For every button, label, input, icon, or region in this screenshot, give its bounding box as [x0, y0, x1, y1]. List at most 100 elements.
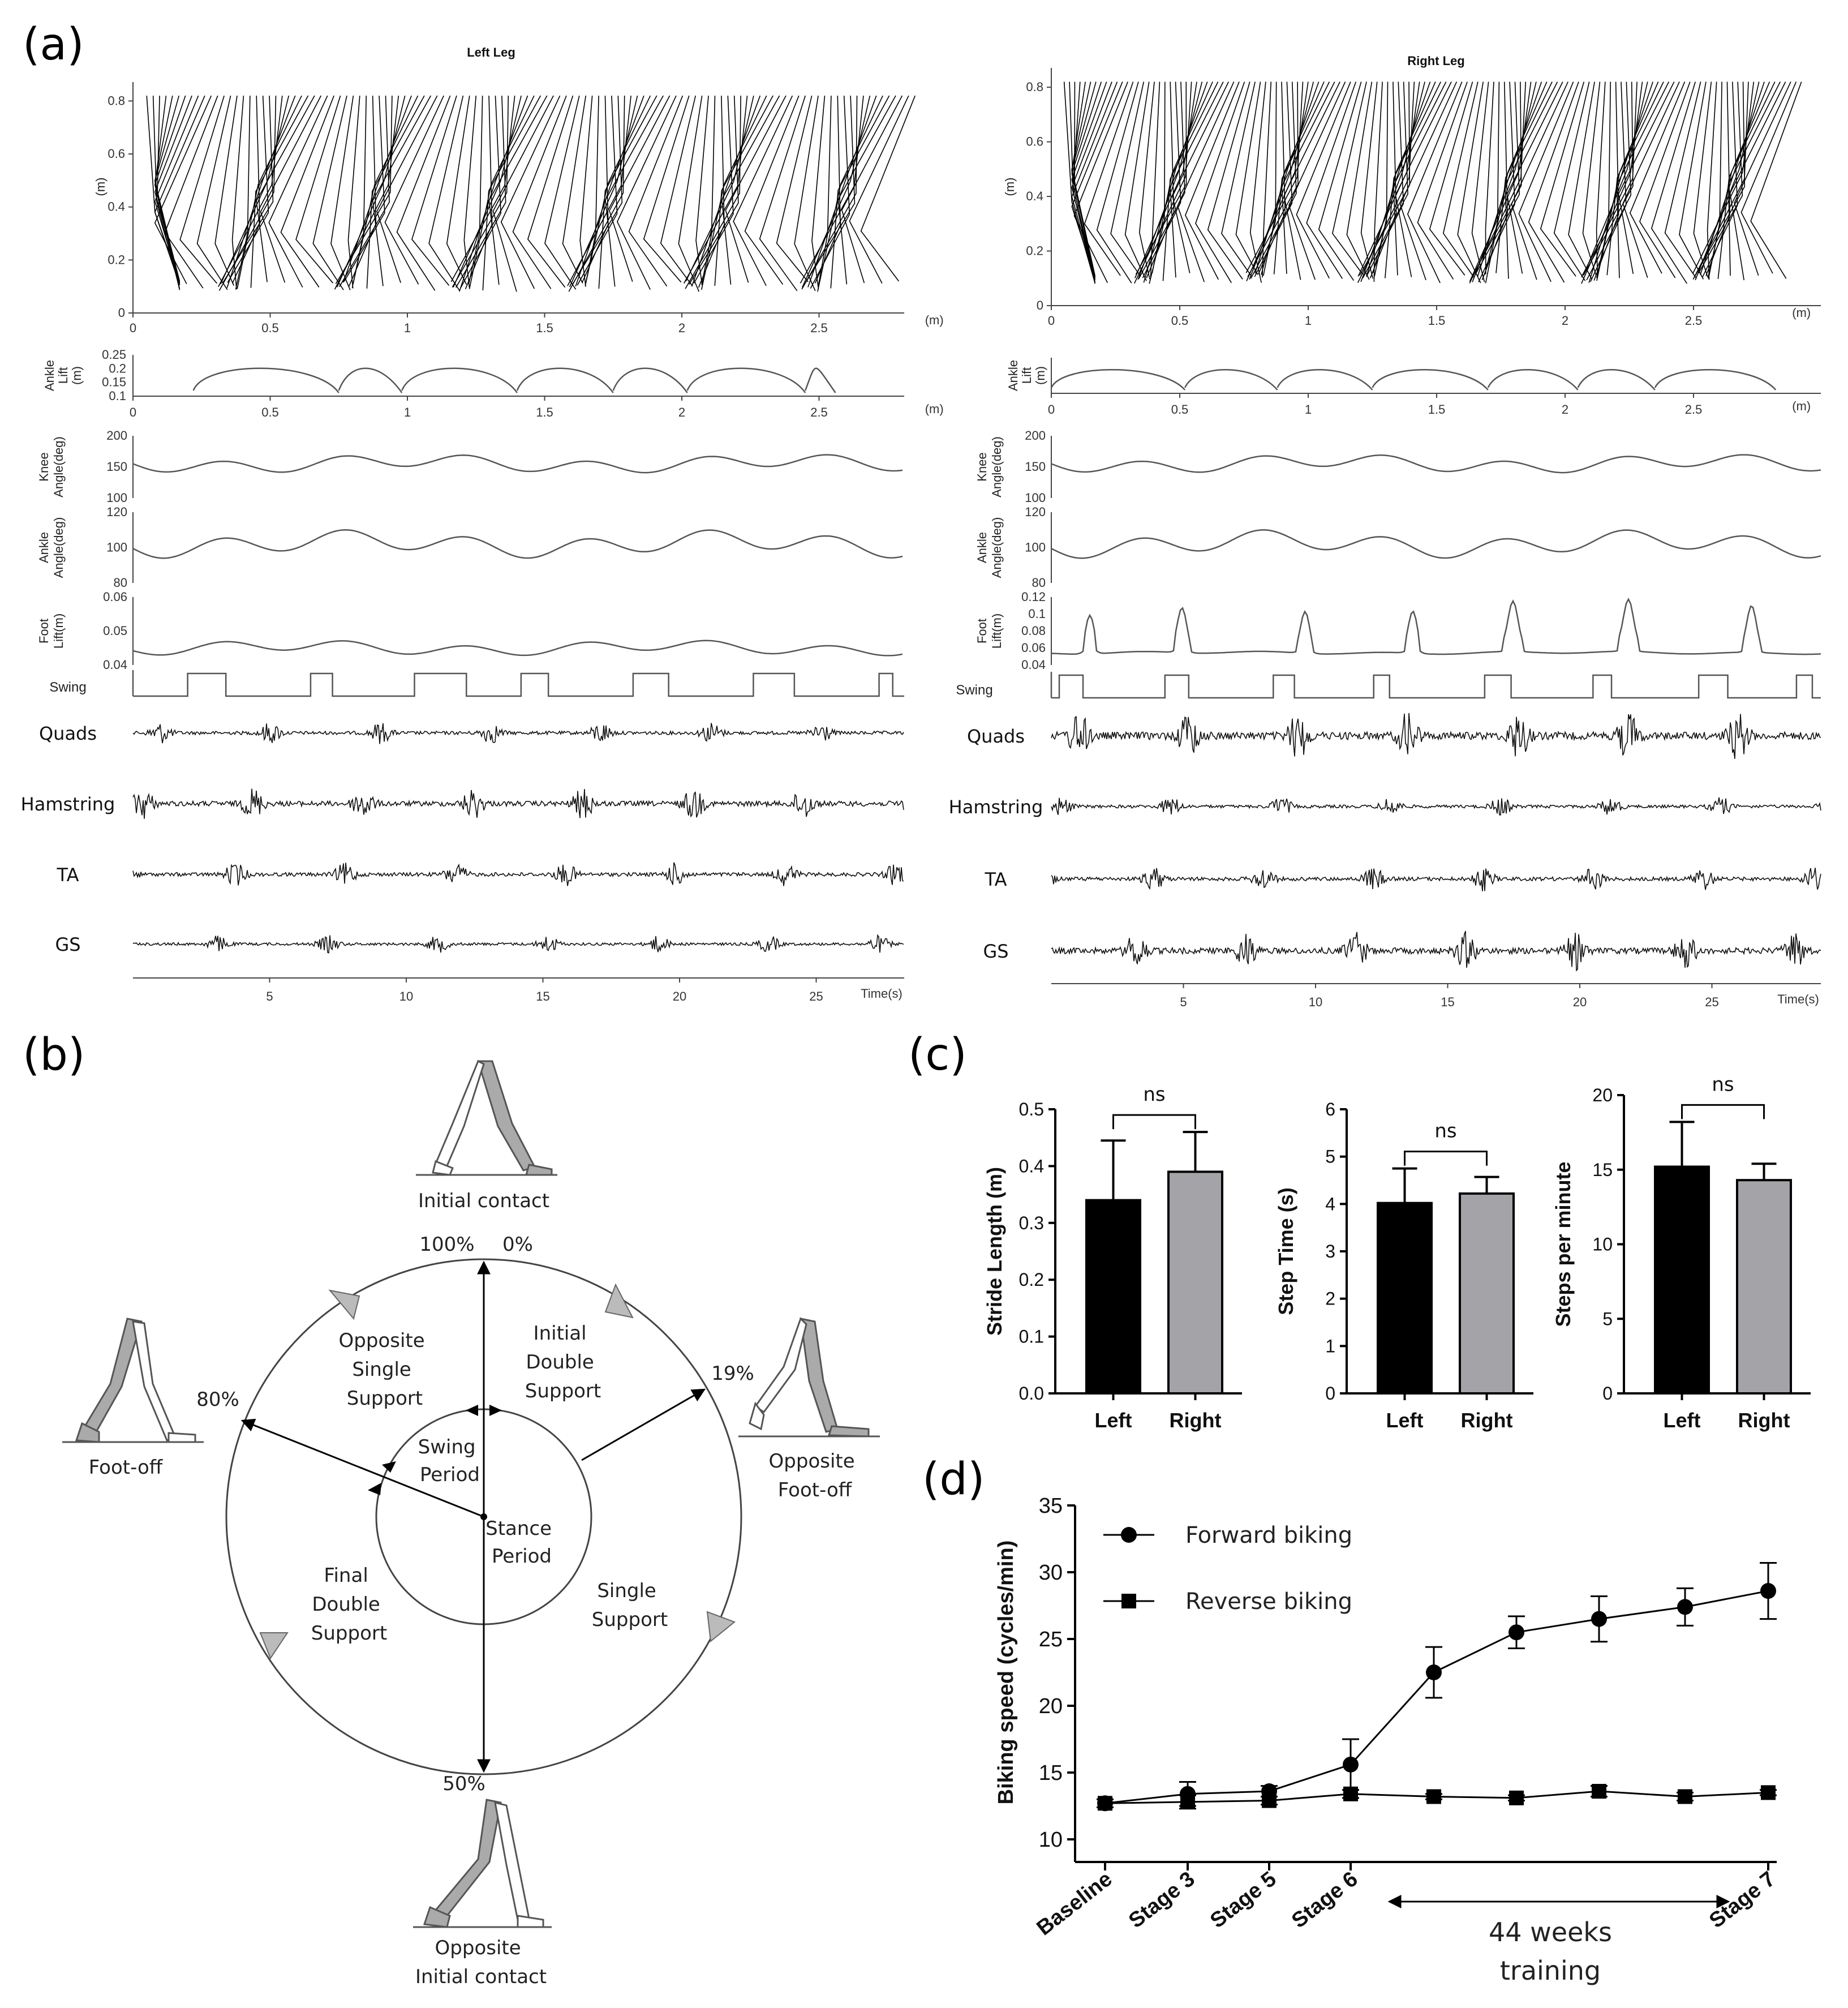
stick-line: [1185, 81, 1240, 280]
stick-line: [568, 96, 625, 292]
stick-line: [1084, 81, 1134, 276]
stick-line: [1110, 81, 1145, 276]
stick-line: [1235, 81, 1261, 275]
stick-line: [1629, 81, 1686, 274]
stick-line: [1346, 81, 1373, 280]
stick-line: [164, 95, 218, 289]
arrow-80-percent: [240, 1418, 484, 1518]
swing-label: Swing: [49, 680, 86, 695]
stick-lines: [1063, 81, 1802, 284]
stick-line: [841, 95, 903, 284]
emg-trace-quads: [1051, 713, 1821, 759]
time-tick-label: 5: [266, 989, 273, 1003]
stick-line: [460, 96, 501, 288]
emg-label-quads: Quads: [39, 723, 97, 744]
bar-left: [1085, 1199, 1141, 1395]
stick-line: [1296, 81, 1351, 279]
stick-line: [157, 96, 180, 285]
left-stick-figure: [146, 95, 916, 292]
foot-lift-label-line: Foot: [37, 619, 51, 643]
stick-line: [1134, 81, 1192, 284]
foot-lift-tick-label: 0.12: [1021, 590, 1046, 604]
y-tick-label: 0: [1037, 298, 1043, 312]
significance-bracket: [1112, 1114, 1196, 1130]
stick-line: [1283, 81, 1340, 280]
ankle-x-tick-label: 1: [404, 405, 411, 419]
reverse-point: [1262, 1793, 1277, 1808]
ankle-x-unit: (m): [1792, 399, 1811, 413]
stick-line: [617, 95, 677, 290]
stick-line: [459, 95, 528, 292]
emg-trace-hamstring: [132, 788, 904, 819]
stick-line: [1518, 81, 1574, 282]
flag-initial-double-icon: [604, 1283, 634, 1319]
significance-label: ns: [1712, 1073, 1734, 1096]
ankle-angle-label: AnkleAngle(deg): [975, 517, 1004, 578]
stick-line: [1417, 81, 1468, 280]
stick-line: [1071, 81, 1112, 278]
stick-line: [196, 95, 231, 290]
stick-line: [1750, 81, 1802, 279]
bar-right: [1167, 1170, 1223, 1395]
y-tick-label: 0.4: [108, 200, 125, 214]
y-tick-label: 0.8: [108, 93, 125, 108]
stick-line: [1471, 81, 1522, 278]
stick-line: [759, 95, 806, 291]
stick-line: [1247, 81, 1299, 277]
stick-line: [384, 95, 444, 285]
stick-line: [154, 95, 205, 284]
stick-line: [1124, 81, 1150, 281]
left-leg-title: Left Leg: [467, 45, 515, 59]
bar-y-axis-label: Stride Length (m): [983, 1167, 1006, 1336]
bar-right: [1736, 1179, 1792, 1395]
right-stick-figure: [1063, 81, 1802, 284]
stick-line: [1700, 81, 1765, 276]
stick-line: [1511, 81, 1568, 280]
stick-line: [1306, 81, 1357, 279]
bar-y-tick-label: 0.3: [1019, 1213, 1044, 1233]
ankle-lift-label-line: Ankle: [1006, 360, 1020, 391]
inner-arrow-swing-icon: [382, 1461, 396, 1473]
stick-line: [691, 95, 761, 287]
panel-label-d: (d): [922, 1454, 985, 1505]
stick-line: [1172, 81, 1230, 273]
stick-line: [453, 95, 522, 288]
stick-line: [805, 96, 856, 283]
stick-line: [469, 95, 535, 289]
swing-trace: [133, 672, 904, 697]
bar-category-label: Left: [1664, 1409, 1701, 1432]
ankle-tick-label: 0.25: [102, 347, 126, 362]
stick-line: [372, 95, 432, 286]
stick-line: [1474, 81, 1520, 276]
stick-line: [1588, 81, 1653, 283]
legend-marker-circle: [1121, 1527, 1137, 1543]
stick-y-unit: (m): [93, 178, 108, 196]
stick-line: [1596, 81, 1606, 278]
x-tick-label: 0: [1048, 314, 1055, 328]
ankle-lift-label-line: (m): [1033, 366, 1047, 385]
panel-label-b: (b): [23, 1029, 85, 1080]
stick-line: [1698, 81, 1743, 274]
stick-line: [231, 95, 244, 290]
arrow-19-percent: [581, 1388, 706, 1461]
phase-foot-off: Foot-off: [89, 1456, 164, 1479]
bar-y-tick-label: 6: [1325, 1099, 1335, 1119]
stick-line: [1139, 81, 1155, 280]
reverse-point: [1343, 1786, 1358, 1801]
phase-opposite-initial-contact: Opposite Initial contact: [415, 1937, 547, 1988]
stick-line: [1472, 81, 1537, 282]
stick-line: [527, 95, 574, 288]
flag-final-double-icon: [259, 1632, 289, 1660]
stick-line: [295, 95, 341, 284]
stick-line: [222, 96, 274, 284]
stick-line: [794, 95, 819, 291]
x-tick-label: 2.5: [1685, 314, 1703, 328]
stick-line: [1366, 81, 1404, 277]
knee-angle-tick-label: 200: [1025, 428, 1046, 443]
stick-y-unit-right: (m): [1003, 178, 1017, 196]
stick-line: [455, 96, 506, 288]
time-tick-label: 5: [1180, 995, 1187, 1009]
time-tick-label: 25: [809, 989, 823, 1003]
stick-line: [1138, 81, 1185, 279]
